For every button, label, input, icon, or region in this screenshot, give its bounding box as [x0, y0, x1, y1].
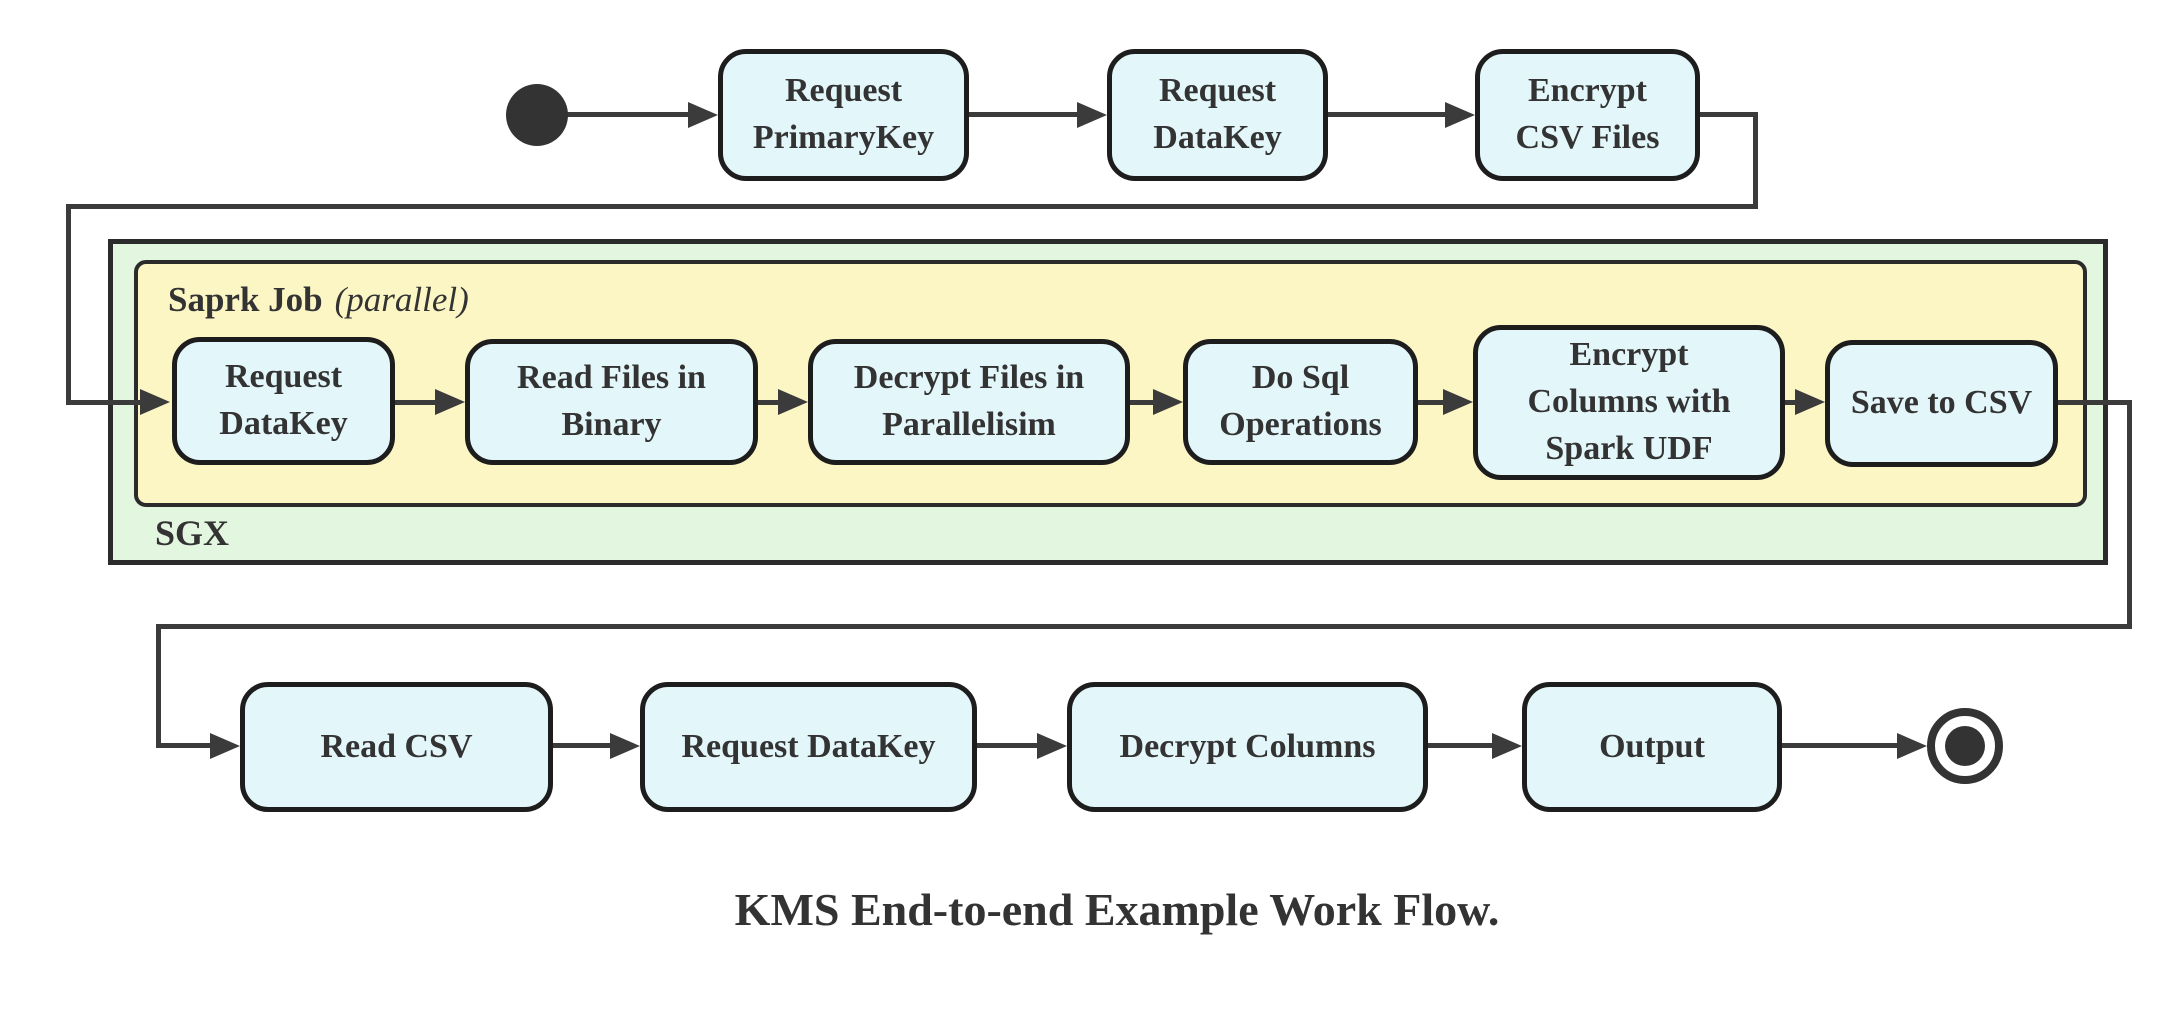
node-output: Output	[1522, 682, 1782, 812]
node-encrypt-columns-with-spark-udf: Encrypt Columns with Spark UDF	[1473, 325, 1785, 480]
node-label: Read CSV	[320, 727, 473, 765]
node-label: Request DataKey	[1153, 72, 1282, 156]
node-label: Request DataKey	[219, 358, 348, 442]
node-decrypt-columns: Decrypt Columns	[1067, 682, 1428, 812]
start-state-icon	[506, 84, 568, 146]
sgx-label: SGX	[155, 513, 230, 553]
node-label: Request DataKey	[681, 727, 936, 765]
node-request-datakey-bottom: Request DataKey	[640, 682, 977, 812]
end-state-icon	[1927, 708, 2003, 784]
node-label: Decrypt Files in Parallelisim	[853, 359, 1085, 443]
node-read-csv: Read CSV	[240, 682, 553, 812]
node-label: Do Sql Operations	[1219, 359, 1382, 443]
spark-job-label-modifier: (parallel)	[334, 280, 469, 319]
node-label: Request PrimaryKey	[752, 72, 935, 156]
node-request-datakey-top: Request DataKey	[1107, 49, 1328, 181]
spark-job-label: Saprk Job (parallel)	[168, 280, 469, 320]
node-request-primarykey: Request PrimaryKey	[718, 49, 969, 181]
node-save-to-csv: Save to CSV	[1825, 340, 2058, 467]
node-label: Encrypt Columns with Spark UDF	[1527, 336, 1731, 467]
node-read-files-in-binary: Read Files in Binary	[465, 339, 758, 465]
node-label: Decrypt Columns	[1119, 727, 1376, 765]
node-label: Output	[1599, 727, 1705, 765]
node-decrypt-files-in-parallelisim: Decrypt Files in Parallelisim	[808, 339, 1130, 465]
end-state-inner-dot	[1945, 726, 1985, 766]
node-label: Save to CSV	[1850, 384, 2033, 422]
diagram-caption: KMS End-to-end Example Work Flow.	[734, 884, 1500, 935]
node-label: Read Files in Binary	[517, 359, 706, 443]
node-label: Encrypt CSV Files	[1515, 72, 1660, 156]
node-do-sql-operations: Do Sql Operations	[1183, 339, 1418, 465]
spark-job-label-title: Saprk Job	[168, 280, 323, 319]
node-encrypt-csv-files: Encrypt CSV Files	[1475, 49, 1700, 181]
node-spark-request-datakey: Request DataKey	[172, 337, 395, 465]
